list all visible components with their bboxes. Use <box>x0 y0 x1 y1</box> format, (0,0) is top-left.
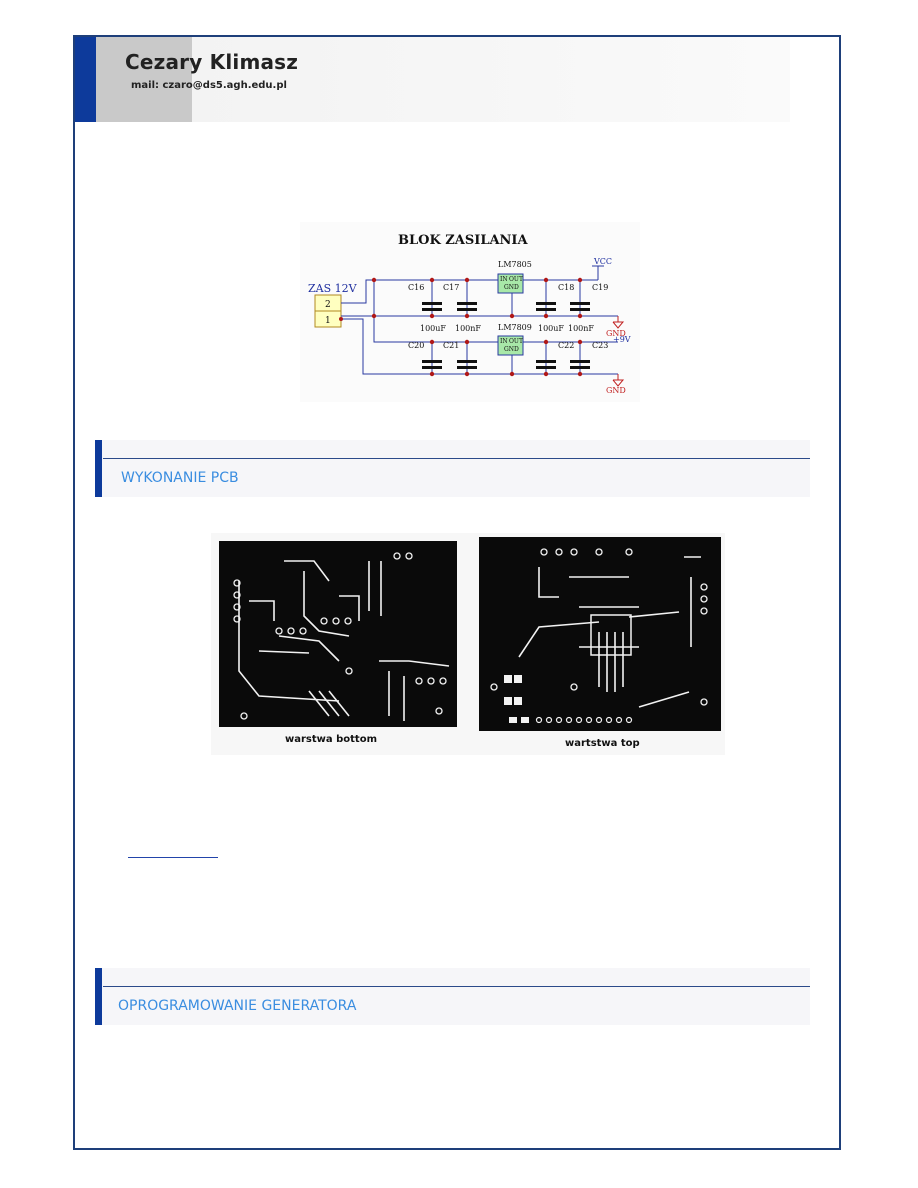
caption-top-layer: wartstwa top <box>565 738 640 749</box>
pin-1: 1 <box>325 316 331 326</box>
gnd-label-1: GND <box>606 329 626 338</box>
author-email: mail: czaro@ds5.agh.edu.pl <box>131 80 287 91</box>
svg-text:100nF: 100nF <box>455 324 481 333</box>
regulator-lm7805 <box>497 273 524 294</box>
svg-text:C23: C23 <box>592 341 608 350</box>
svg-text:C22: C22 <box>558 341 574 350</box>
plus9v-label: +9V <box>613 335 631 344</box>
caption-bottom-layer: warstwa bottom <box>285 734 377 745</box>
header-accent-bar <box>75 37 96 122</box>
svg-text:GND: GND <box>504 346 519 353</box>
section-title-pcb: WYKONANIE PCB <box>121 470 239 486</box>
svg-text:C20: C20 <box>408 341 424 350</box>
regulator-lm7809 <box>497 335 524 356</box>
svg-text:C17: C17 <box>443 283 459 292</box>
regulator-2-label: LM7809 <box>498 323 532 332</box>
schematic-diagram: BLOK ZASILANIA ZAS 12V 2 1 <box>308 233 631 395</box>
pcb-bottom-layer-image <box>219 541 457 727</box>
svg-text:OUT: OUT <box>509 276 523 283</box>
section-software: OPROGRAMOWANIE GENERATORA <box>95 968 810 1025</box>
gnd-label-2: GND <box>606 386 626 395</box>
svg-text:OUT: OUT <box>509 338 523 345</box>
pcb-images-panel: warstwa bottom <box>211 533 725 755</box>
svg-text:100nF: 100nF <box>568 324 594 333</box>
section-accent-bar <box>95 440 102 497</box>
pin-2: 2 <box>325 300 331 310</box>
svg-text:100uF: 100uF <box>420 324 446 333</box>
svg-text:C19: C19 <box>592 283 608 292</box>
svg-text:IN: IN <box>500 276 508 283</box>
vcc-label: VCC <box>593 257 612 266</box>
connector-label: ZAS 12V <box>308 282 358 295</box>
author-name: Cezary Klimasz <box>125 50 299 74</box>
schematic-title: BLOK ZASILANIA <box>398 233 529 248</box>
section-divider <box>103 986 810 987</box>
svg-text:100uF: 100uF <box>538 324 564 333</box>
section-divider <box>103 458 810 459</box>
section-accent-bar <box>95 968 102 1025</box>
svg-text:C16: C16 <box>408 283 424 292</box>
section-pcb: WYKONANIE PCB <box>95 440 810 497</box>
pcb-top-layer-image <box>479 537 721 731</box>
page-frame <box>73 35 841 1150</box>
svg-text:IN: IN <box>500 338 508 345</box>
underline-link[interactable] <box>128 857 218 858</box>
section-title-software: OPROGRAMOWANIE GENERATORA <box>118 998 357 1014</box>
svg-text:C21: C21 <box>443 341 459 350</box>
header-banner <box>75 37 790 122</box>
svg-text:C18: C18 <box>558 283 574 292</box>
svg-text:GND: GND <box>504 284 519 291</box>
power-supply-schematic: BLOK ZASILANIA ZAS 12V 2 1 <box>300 222 640 402</box>
regulator-1-label: LM7805 <box>498 260 532 269</box>
